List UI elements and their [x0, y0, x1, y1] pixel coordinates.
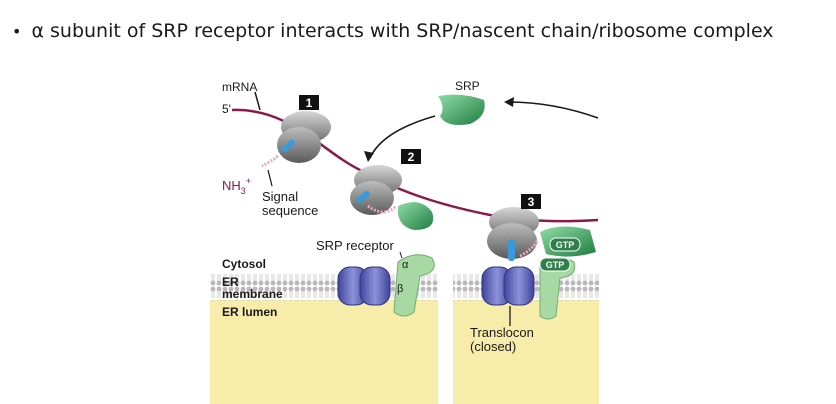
- mrna-pointer: [254, 91, 261, 111]
- step-number-3: 3: [528, 195, 535, 209]
- srp-receptor-label: SRP receptor: [316, 238, 394, 253]
- gtp-label-1: GTP: [556, 240, 575, 250]
- srp-return-arrowhead: [504, 97, 514, 107]
- beta-label: β: [397, 283, 403, 295]
- er-membrane-label-line2: membrane: [222, 287, 283, 301]
- step-box-3: [521, 194, 541, 209]
- srp-bind-arrowhead: [364, 151, 374, 162]
- er-lumen-left: [210, 300, 438, 404]
- gtp-label-2: GTP: [546, 260, 565, 270]
- bullet-marker: •: [12, 22, 22, 41]
- gtp-badge-2: [539, 257, 571, 272]
- translocon-label-line2: (closed): [470, 339, 516, 354]
- nh3-label: NH3+: [222, 176, 251, 196]
- bullet-point: • α subunit of SRP receptor interacts wi…: [12, 20, 774, 42]
- translocon-step2: [337, 266, 391, 306]
- signal-label-line2: sequence: [262, 203, 318, 218]
- srp-bound-step2: [397, 202, 434, 230]
- receptor-pointer: [399, 251, 403, 259]
- srp-free: [438, 94, 485, 125]
- ribosome-step1: [261, 111, 331, 168]
- srp-bind-arrow: [369, 115, 436, 159]
- signal-label-line1: Signal: [262, 189, 298, 204]
- step-box-1: [299, 95, 319, 110]
- ribosome-step3: [487, 207, 540, 261]
- er-lumen-label: ER lumen: [222, 305, 277, 319]
- srp-receptor-step2: [393, 254, 435, 317]
- mrna-label: mRNA: [222, 80, 257, 94]
- cytosol-label: Cytosol: [222, 257, 266, 271]
- step-box-2: [401, 149, 421, 164]
- step-number-1: 1: [306, 96, 313, 110]
- gtp-badge-1: [549, 237, 581, 252]
- translocon-label-line1: Translocon: [470, 325, 534, 340]
- alpha-label: α: [402, 259, 409, 271]
- bullet-text: α subunit of SRP receptor interacts with…: [31, 20, 774, 42]
- signal-pointer: [267, 169, 273, 187]
- er-membrane-label-line1: ER: [222, 275, 239, 289]
- srp-label: SRP: [455, 79, 480, 93]
- five-prime-label: 5': [222, 102, 231, 116]
- er-lumen-right: [453, 300, 599, 404]
- translocon-step3: [481, 266, 535, 306]
- step-number-2: 2: [408, 150, 415, 164]
- ribosome-step2: [350, 165, 434, 230]
- srp-return-arrow: [507, 101, 599, 119]
